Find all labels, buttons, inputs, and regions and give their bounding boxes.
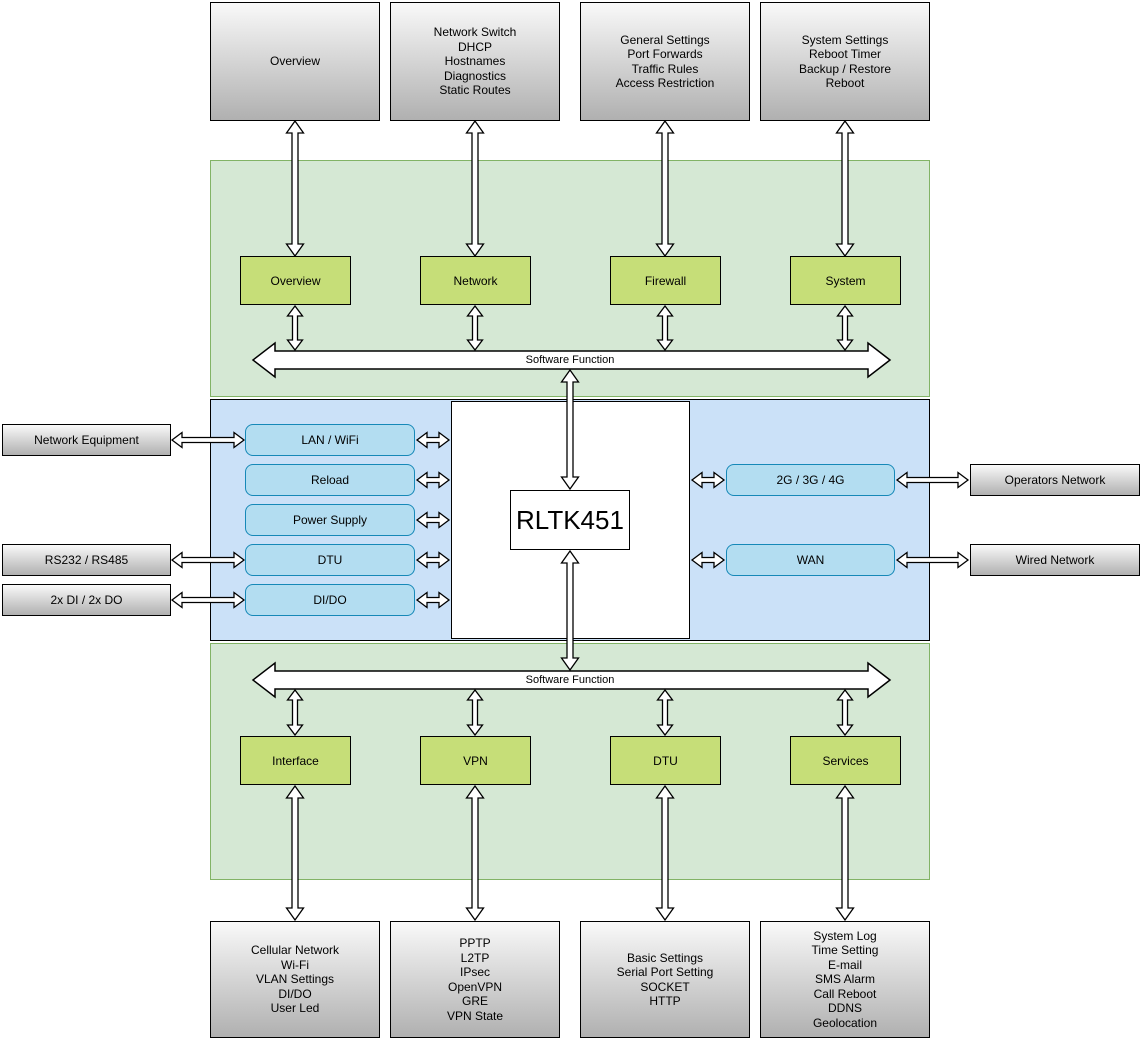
top-page-box-overview: Overview bbox=[210, 2, 380, 121]
page-line: GRE bbox=[461, 994, 488, 1008]
page-line: SOCKET bbox=[640, 979, 690, 994]
page-line: Access Restriction bbox=[615, 76, 715, 90]
page-line: Reboot bbox=[825, 76, 865, 90]
page-line: Basic Settings bbox=[626, 950, 704, 965]
page-line: System Settings bbox=[801, 32, 889, 47]
page-line: DHCP bbox=[457, 39, 492, 54]
software-function-label-top: Software Function bbox=[525, 354, 615, 366]
menu-box-dtu: DTU bbox=[610, 736, 721, 785]
page-line: DDNS bbox=[827, 1001, 862, 1016]
ext-box-rs232-rs485: RS232 / RS485 bbox=[2, 544, 171, 576]
ext-box-wired-network: Wired Network bbox=[970, 544, 1140, 576]
page-line: Cellular Network bbox=[250, 943, 340, 958]
rltk451-chip: RLTK451 bbox=[510, 490, 630, 550]
page-line: VPN State bbox=[446, 1008, 504, 1023]
menu-box-interface: Interface bbox=[240, 736, 351, 785]
hw-box-wan: WAN bbox=[726, 544, 895, 576]
page-line: SMS Alarm bbox=[814, 972, 875, 987]
page-line: Port Forwards bbox=[627, 47, 703, 61]
ext-box-2x-di-2x-do: 2x DI / 2x DO bbox=[2, 584, 171, 616]
page-line: Wi-Fi bbox=[281, 957, 309, 972]
page-line: System Log bbox=[813, 928, 877, 943]
hw-box-power-supply: Power Supply bbox=[245, 504, 415, 536]
page-line: General Settings bbox=[620, 32, 710, 47]
page-line: PPTP bbox=[459, 936, 491, 950]
page-line: Backup / Restore bbox=[798, 61, 892, 76]
page-line: OpenVPN bbox=[447, 979, 503, 994]
page-line: IPsec bbox=[459, 965, 490, 979]
page-line: Call Reboot bbox=[813, 986, 877, 1001]
hw-box-di-do: DI/DO bbox=[245, 584, 415, 616]
menu-box-network: Network bbox=[420, 256, 531, 305]
page-line: Overview bbox=[269, 54, 320, 69]
page-line: Serial Port Setting bbox=[616, 965, 714, 979]
menu-box-firewall: Firewall bbox=[610, 256, 721, 305]
page-line: E-mail bbox=[827, 957, 862, 972]
page-line: VLAN Settings bbox=[255, 972, 335, 987]
page-line: HTTP bbox=[649, 994, 681, 1008]
menu-box-vpn: VPN bbox=[420, 736, 531, 785]
hw-box-lan-wifi: LAN / WiFi bbox=[245, 424, 415, 456]
page-line: Traffic Rules bbox=[631, 61, 699, 76]
page-line: Static Routes bbox=[439, 83, 511, 98]
page-line: L2TP bbox=[460, 950, 490, 965]
page-line: Reboot Timer bbox=[808, 47, 882, 61]
page-line: User Led bbox=[270, 1001, 320, 1016]
page-line: Geolocation bbox=[812, 1015, 878, 1030]
hw-box-reload: Reload bbox=[245, 464, 415, 496]
page-line: Diagnostics bbox=[443, 68, 507, 83]
page-line: DI/DO bbox=[278, 986, 312, 1001]
menu-box-system: System bbox=[790, 256, 901, 305]
hw-box-2g-3g-4g: 2G / 3G / 4G bbox=[726, 464, 895, 496]
software-function-label-bottom: Software Function bbox=[525, 674, 615, 686]
page-line: Time Setting bbox=[811, 943, 879, 958]
page-line: Network Switch bbox=[433, 25, 517, 40]
menu-box-services: Services bbox=[790, 736, 901, 785]
ext-box-network-equipment: Network Equipment bbox=[2, 424, 171, 456]
hw-box-dtu: DTU bbox=[245, 544, 415, 576]
ext-box-operators-network: Operators Network bbox=[970, 464, 1140, 496]
page-line: Hostnames bbox=[444, 54, 506, 69]
menu-box-overview: Overview bbox=[240, 256, 351, 305]
